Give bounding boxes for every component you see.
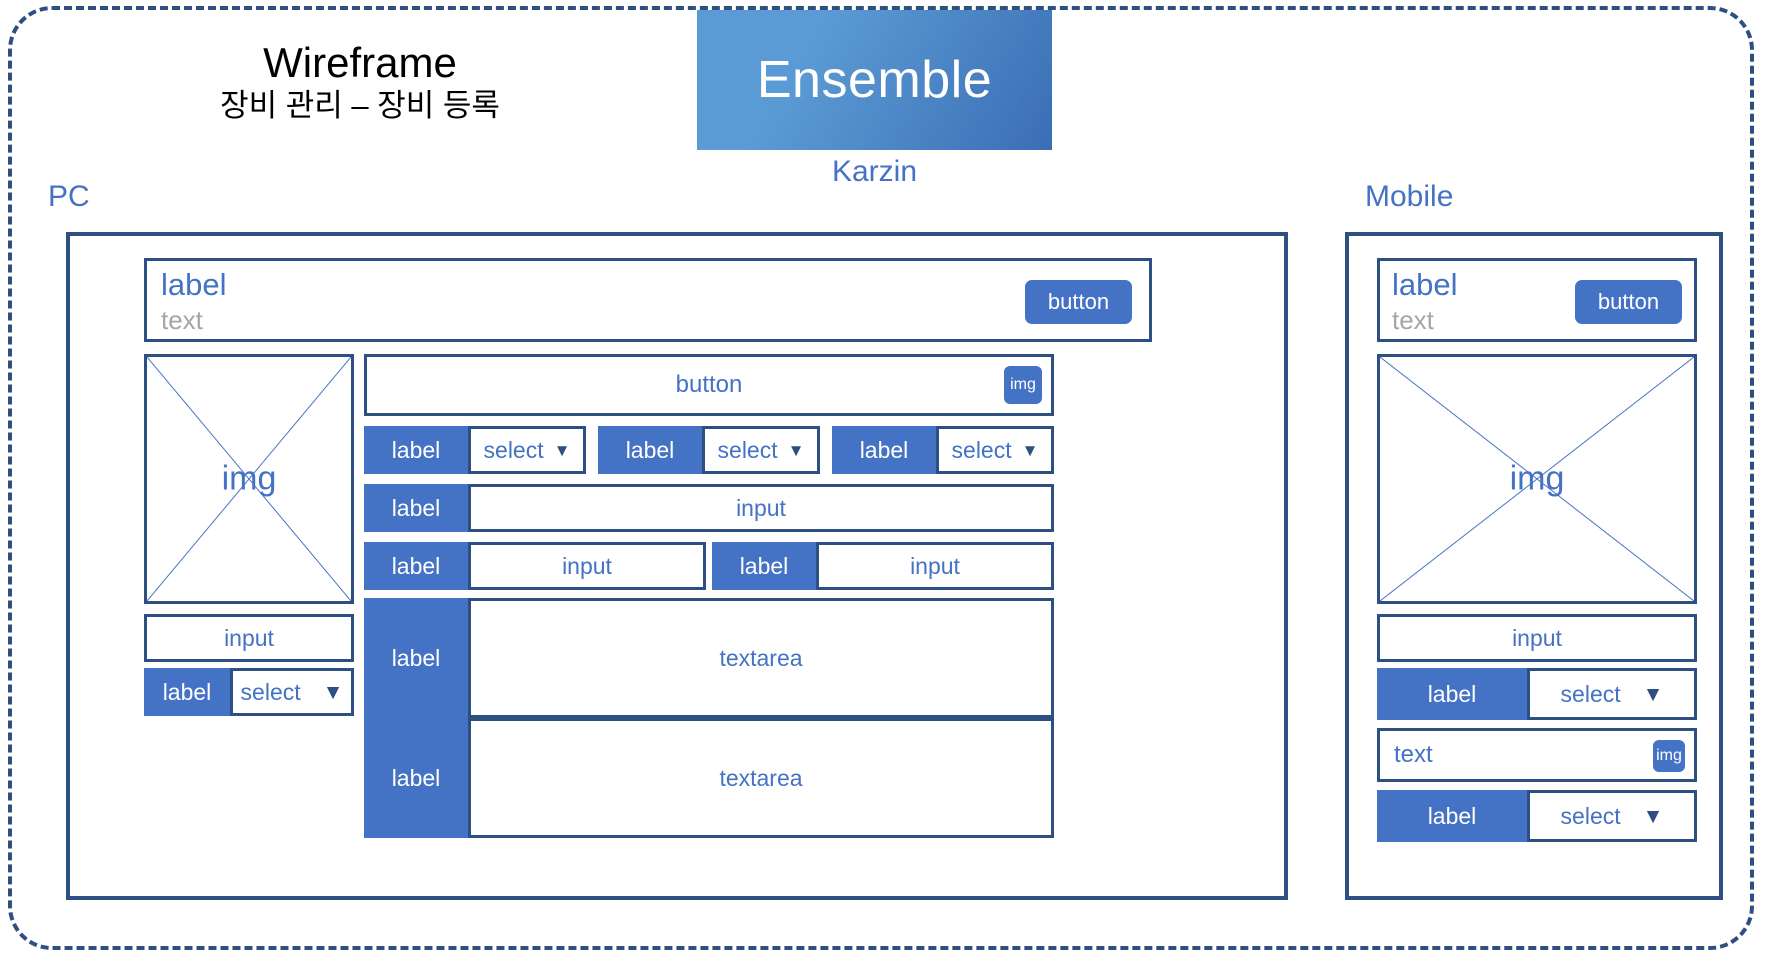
pc-select-field-1[interactable]: label select ▼ [364,426,586,474]
pc-select-3-text: select [951,436,1012,463]
pc-left-select-field[interactable]: label select ▼ [144,668,354,716]
chevron-down-icon: ▼ [322,680,344,704]
pc-select-2-label: label [598,426,702,474]
ensemble-badge: Ensemble [697,10,1052,150]
pc-img-placeholder: img [144,354,354,604]
karzin-label: Karzin [831,155,918,188]
chevron-down-icon: ▼ [1642,682,1664,706]
pc-select-field-3[interactable]: label select ▼ [832,426,1054,474]
outer-dashed-frame [8,6,1754,950]
mobile-text-row[interactable]: text img [1377,728,1697,782]
pc-input-half-2-label: label [712,542,816,590]
pc-left-select-text: select [240,678,301,705]
page-subtitle: 장비 관리 – 장비 등록 [220,88,500,124]
pc-textarea-2-label: label [364,718,468,838]
pc-left-select-label: label [144,668,230,716]
pc-button-row-img-chip[interactable]: img [1004,366,1042,404]
img-cross-icon [1380,357,1694,601]
mobile-select-bottom-text: select [1560,802,1621,829]
mobile-select-field-top[interactable]: label select ▼ [1377,668,1697,720]
mobile-text-row-img-chip[interactable]: img [1653,740,1685,772]
mobile-header-button[interactable]: button [1575,280,1682,324]
pc-input-full-value[interactable]: input [468,484,1054,532]
img-cross-icon [147,357,351,601]
title-block: Wireframe 장비 관리 – 장비 등록 [150,40,570,127]
pc-input-field-half-1[interactable]: label input [364,542,706,590]
mobile-select-bottom-label: label [1377,790,1527,842]
mobile-select-field-bottom[interactable]: label select ▼ [1377,790,1697,842]
pc-select-2-text: select [717,436,778,463]
pc-left-select-value[interactable]: select ▼ [230,668,354,716]
pc-textarea-field-2[interactable]: label textarea [364,718,1054,838]
pc-input-full-label: label [364,484,468,532]
pc-textarea-1-value[interactable]: textarea [468,598,1054,718]
mobile-img-placeholder-label: img [1509,459,1565,498]
pc-select-3-value[interactable]: select ▼ [936,426,1054,474]
pc-input-half-1-value[interactable]: input [468,542,706,590]
pc-input-field-full[interactable]: label input [364,484,1054,532]
pc-button-row-label: button [675,371,743,398]
mobile-select-top-value[interactable]: select ▼ [1527,668,1697,720]
pc-input-half-2-value[interactable]: input [816,542,1054,590]
mobile-header-text: text [1392,305,1434,335]
pc-select-1-value[interactable]: select ▼ [468,426,586,474]
pc-panel: label text button img input label select… [66,232,1288,900]
pc-select-field-2[interactable]: label select ▼ [598,426,820,474]
chevron-down-icon: ▼ [787,440,805,460]
pc-select-3-label: label [832,426,936,474]
pc-header-card: label text button [144,258,1152,342]
page-title: Wireframe [263,39,457,86]
pc-header-button[interactable]: button [1025,280,1132,324]
pc-button-row-box[interactable]: button img [364,354,1054,416]
mobile-select-top-label: label [1377,668,1527,720]
pc-textarea-2-value[interactable]: textarea [468,718,1054,838]
mobile-panel: label text button img input label select… [1345,232,1723,900]
pc-input-field-half-2[interactable]: label input [712,542,1054,590]
mobile-header-label: label [1392,267,1458,302]
pc-section-label: PC [48,180,90,213]
pc-header-text: text [161,305,203,335]
pc-textarea-field-1[interactable]: label textarea [364,598,1054,718]
pc-left-input[interactable]: input [144,614,354,662]
pc-img-placeholder-label: img [221,459,277,498]
pc-input-half-1-label: label [364,542,468,590]
mobile-input[interactable]: input [1377,614,1697,662]
mobile-img-placeholder: img [1377,354,1697,604]
pc-textarea-1-label: label [364,598,468,718]
mobile-section-label: Mobile [1365,180,1454,213]
mobile-text-row-text: text [1394,741,1433,768]
chevron-down-icon: ▼ [553,440,571,460]
mobile-select-bottom-value[interactable]: select ▼ [1527,790,1697,842]
pc-select-2-value[interactable]: select ▼ [702,426,820,474]
pc-header-label: label [161,267,227,302]
pc-select-1-label: label [364,426,468,474]
mobile-header-card: label text button [1377,258,1697,342]
pc-select-1-text: select [483,436,544,463]
chevron-down-icon: ▼ [1021,440,1039,460]
mobile-select-top-text: select [1560,680,1621,707]
chevron-down-icon: ▼ [1642,804,1664,828]
